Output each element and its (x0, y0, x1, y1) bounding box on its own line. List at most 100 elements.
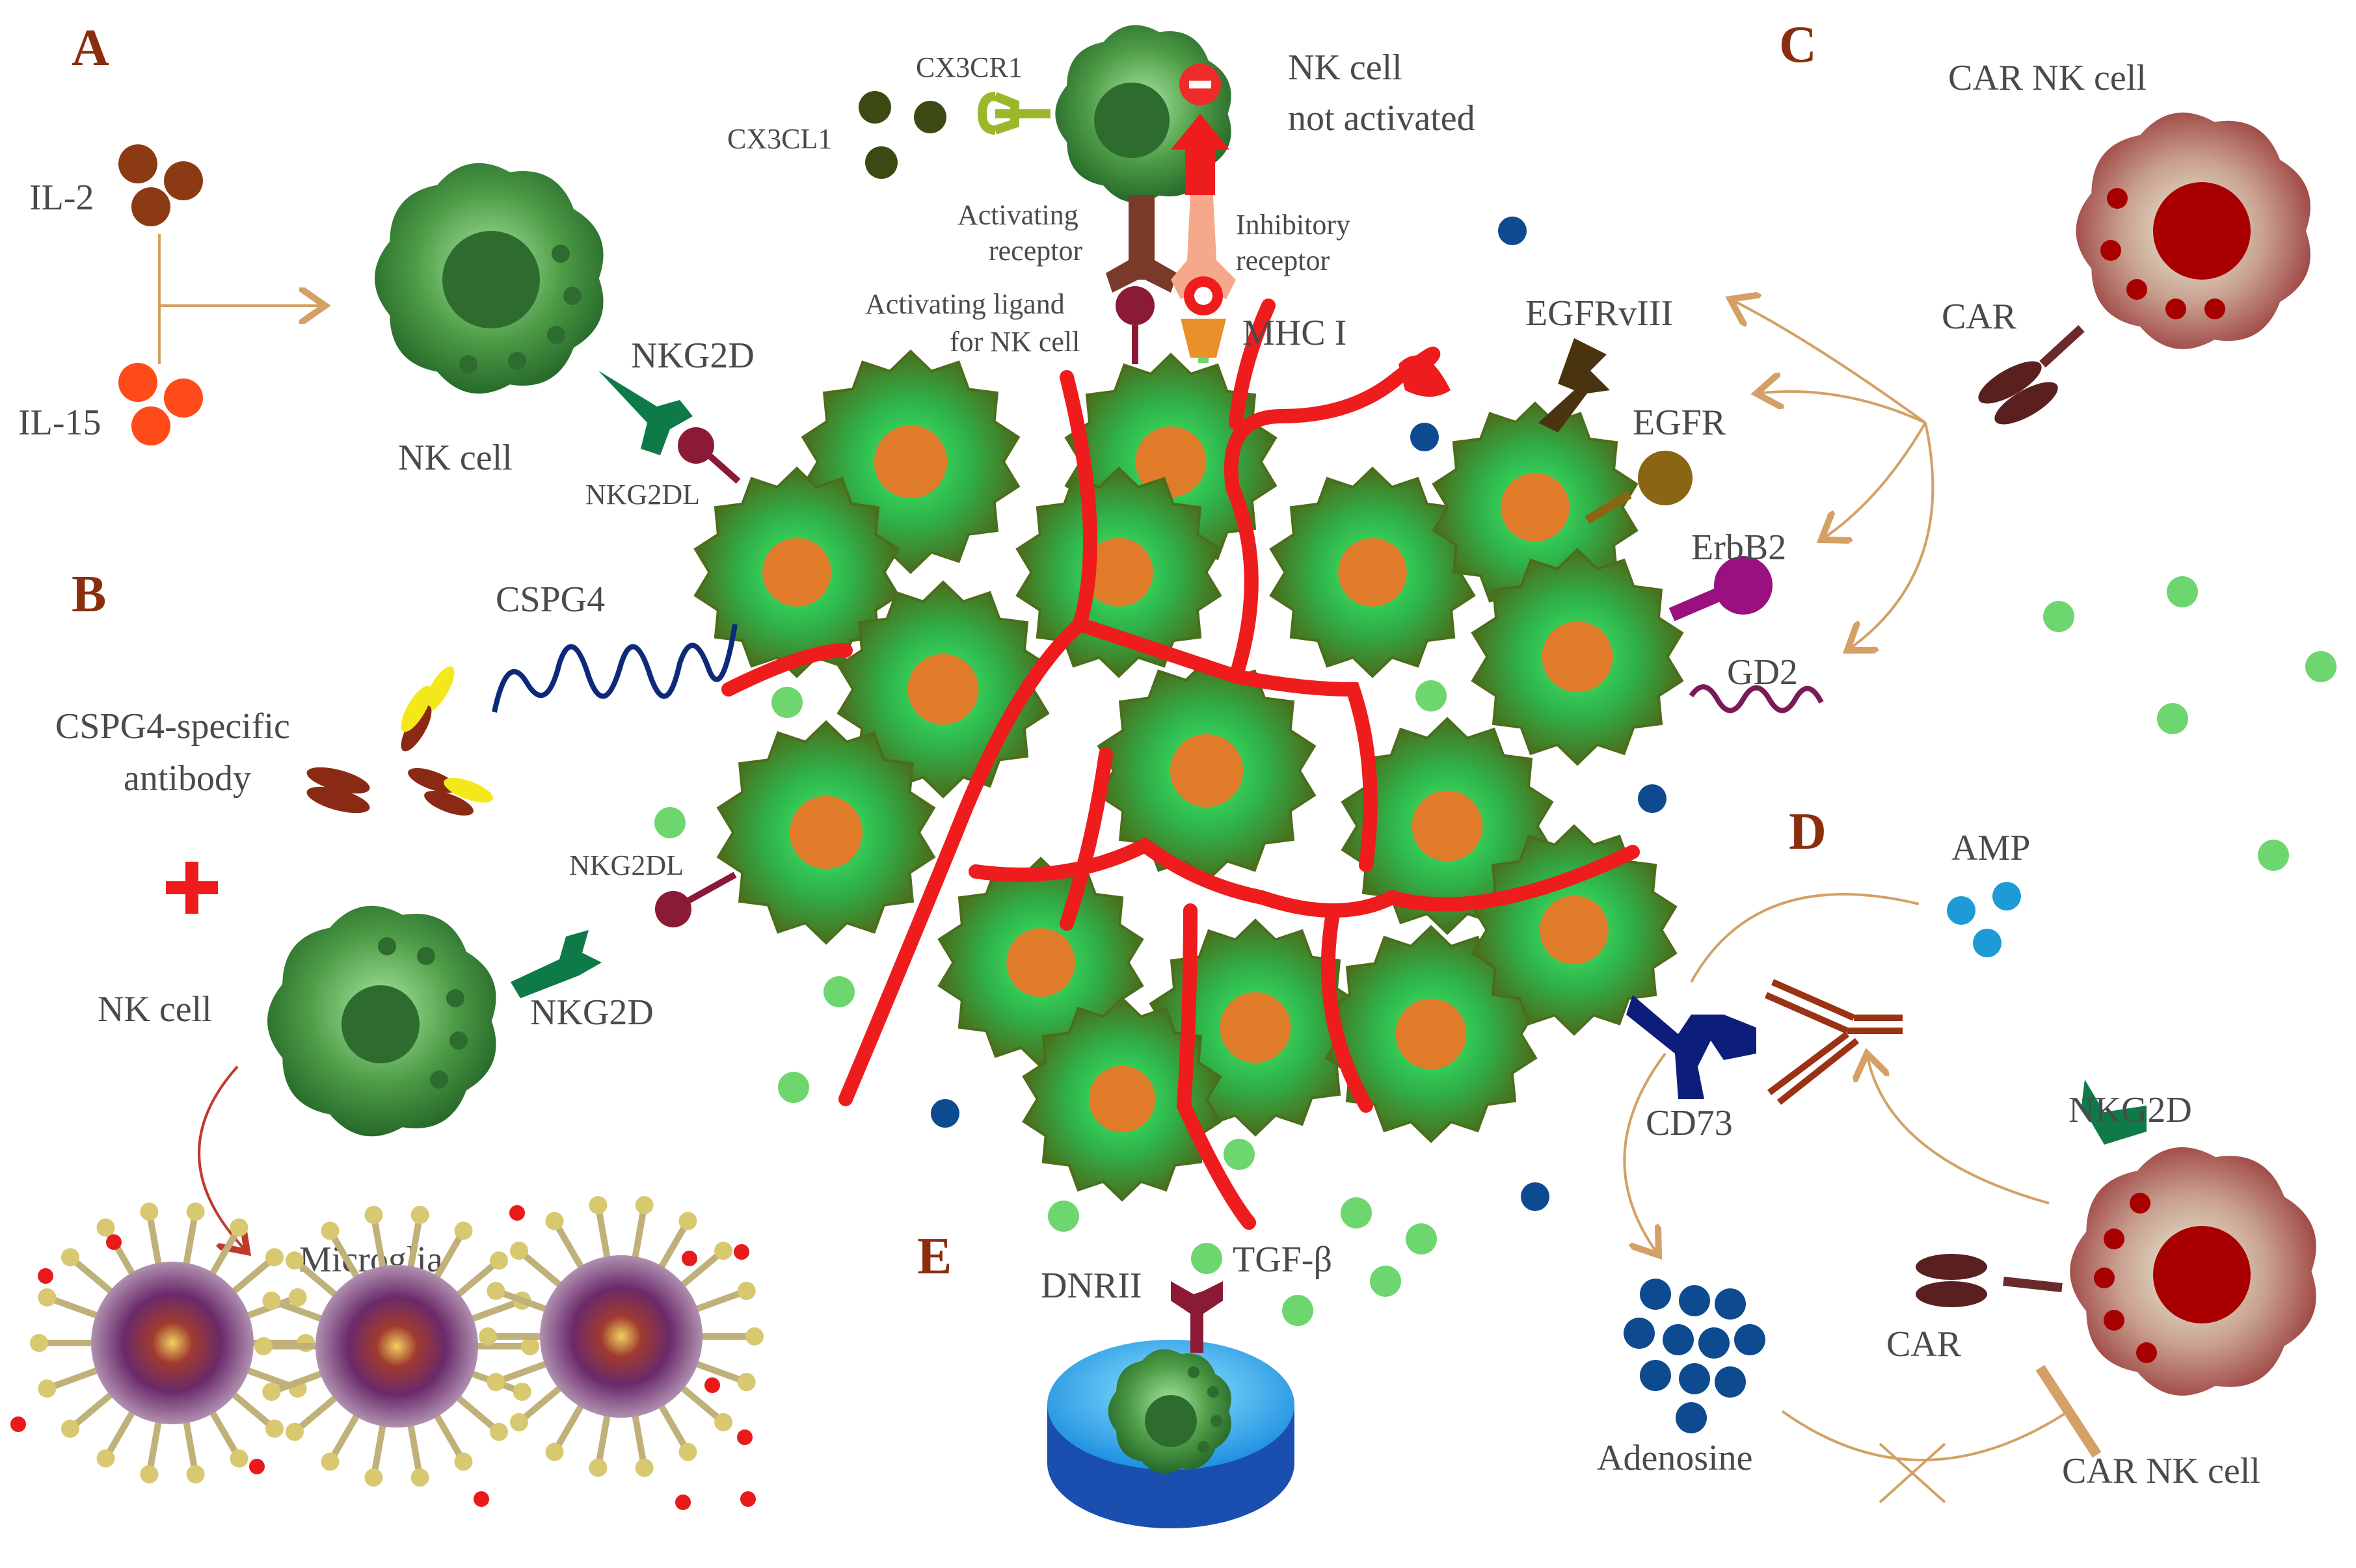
nk-cell-e (1108, 1349, 1231, 1474)
erbb2-label: ErbB2 (1691, 527, 1786, 568)
microglia-cell (30, 1203, 315, 1483)
microglia-factor-dot (106, 1234, 122, 1250)
tumor-nucleus (1501, 473, 1570, 542)
tumor-nucleus (762, 538, 831, 607)
amp-molecules (1947, 882, 2021, 957)
car-arrow-gd2 (1847, 422, 1934, 650)
nkg2d-receptor-a (598, 371, 693, 455)
cd73-enzyme (1626, 995, 1756, 1099)
adenosine-molecule (1663, 1324, 1694, 1355)
cx3cr1-label: CX3CR1 (916, 51, 1023, 83)
mhc1-label: MHC I (1242, 313, 1346, 353)
nk-cell-b (267, 905, 496, 1137)
microglia-factor-dot (10, 1416, 26, 1432)
car-receptor-d (1916, 1254, 2063, 1307)
panel-c: C CAR NK cell CAR EGFRvIII EGFR (1525, 16, 2310, 713)
microglia-cell (254, 1206, 539, 1487)
vessel-segment (1229, 299, 1276, 430)
cspg4-antigen (492, 624, 738, 713)
cd73-to-adenosine-arrow (1623, 1052, 1667, 1255)
plus-icon (166, 862, 218, 914)
panel-d: D AMP CD73 Adenosine (1597, 803, 2316, 1504)
nk-cell-b-label: NK cell (98, 989, 212, 1030)
tumor-mass (693, 349, 1684, 1202)
adenosine-molecule (1679, 1285, 1710, 1316)
soluble-green-dot (771, 687, 803, 718)
tumor-nucleus (1542, 621, 1613, 693)
nkg2d-b-label: NKG2D (530, 992, 654, 1033)
soluble-green-dot (1048, 1201, 1079, 1232)
car-nk-cell-d (2070, 1147, 2316, 1396)
soluble-green-dot (1370, 1266, 1401, 1297)
adenosine-molecule (1679, 1363, 1710, 1394)
inhibition-arrow-icon (1171, 114, 1229, 195)
adenosine-molecule (1640, 1279, 1671, 1310)
microglia-factor-dot (38, 1268, 53, 1284)
adenosine-molecule (1698, 1327, 1730, 1359)
soluble-green-dot (1191, 1243, 1222, 1274)
soluble-green-dot (2043, 601, 2074, 632)
car-arrow-egfrviii (1730, 299, 1927, 424)
microglia-factor-dot (740, 1491, 756, 1507)
car-nk-cell-c-label: CAR NK cell (1948, 58, 2147, 98)
panel-e: E DNRII TGF-β (917, 1228, 1332, 1528)
car-arrow-erbb2 (1821, 421, 1927, 540)
il15-cluster (118, 363, 203, 445)
panel-a: A IL-2 IL-15 NK cell NKG2D (18, 20, 755, 511)
tumor-nucleus (874, 425, 948, 499)
adenosine-molecule (1640, 1360, 1671, 1391)
nk-cell-not-activated (1055, 25, 1231, 203)
tumor-nucleus (1395, 998, 1467, 1070)
tumor-nucleus (1220, 992, 1291, 1063)
vessel-segment (969, 837, 1640, 918)
nk-cell-a-label: NK cell (398, 438, 513, 478)
tumor-nucleus (1540, 896, 1609, 964)
tgfb-label: TGF-β (1233, 1240, 1332, 1280)
tumor-nucleus (1135, 426, 1207, 498)
vessel-segment (1060, 747, 1113, 931)
vessel-segment (1320, 903, 1373, 1113)
microglia-cells (10, 1196, 764, 1510)
erbb2-receptor (1668, 556, 1773, 622)
nkg2d-receptor-b (511, 930, 602, 998)
microglia-factor-dot (509, 1205, 525, 1221)
inhibitory-receptor-line2: receptor (1236, 245, 1330, 276)
nk-cell-a (375, 163, 604, 394)
soluble-blue-dot (1410, 423, 1439, 451)
panel-a-letter: A (72, 20, 109, 77)
cspg4-antibody-line2: antibody (124, 758, 251, 799)
soluble-green-dot (1282, 1295, 1313, 1326)
soluble-factors (654, 217, 2336, 1326)
adenosine-molecule (1624, 1318, 1655, 1349)
nkg2d-receptor-d (2082, 1080, 2147, 1145)
adenosine-label: Adenosine (1597, 1438, 1753, 1478)
panel-b-letter: B (72, 566, 106, 623)
inhibitory-receptor (1171, 195, 1236, 358)
tumor-nucleus (789, 795, 863, 870)
activating-receptor (1106, 195, 1177, 364)
soluble-green-dot (1224, 1139, 1255, 1170)
tumor-nucleus (1084, 538, 1153, 607)
vessel-end (1399, 355, 1451, 397)
egfr-label: EGFR (1633, 403, 1726, 443)
soluble-green-dot (2157, 703, 2188, 734)
activating-receptor-line2: receptor (989, 235, 1082, 267)
adenosine-molecule (1734, 1324, 1765, 1355)
panel-b: B CSPG4 CSPG4-specific antibody (10, 566, 764, 1510)
panel-d-letter: D (1789, 803, 1827, 860)
cx3cr1-receptor (977, 92, 1051, 135)
tumor-nucleus (1338, 538, 1407, 607)
cspg4-antibody (306, 666, 493, 816)
soluble-blue-dot (931, 1099, 959, 1128)
soluble-blue-dot (1638, 784, 1667, 813)
panel-c-letter: C (1779, 16, 1817, 73)
tumor-nucleus (1412, 790, 1483, 862)
car-arrow-egfr (1756, 392, 1926, 424)
car-nk-cell-d-label: CAR NK cell (2062, 1451, 2260, 1491)
gd2-label: GD2 (1727, 652, 1798, 693)
microglia-factor-dot (737, 1429, 753, 1445)
activating-ligand-line1: Activating ligand (865, 288, 1065, 320)
soluble-green-dot (2305, 651, 2336, 682)
egfrviii-receptor (1538, 338, 1610, 432)
soluble-green-dot (1341, 1197, 1372, 1229)
